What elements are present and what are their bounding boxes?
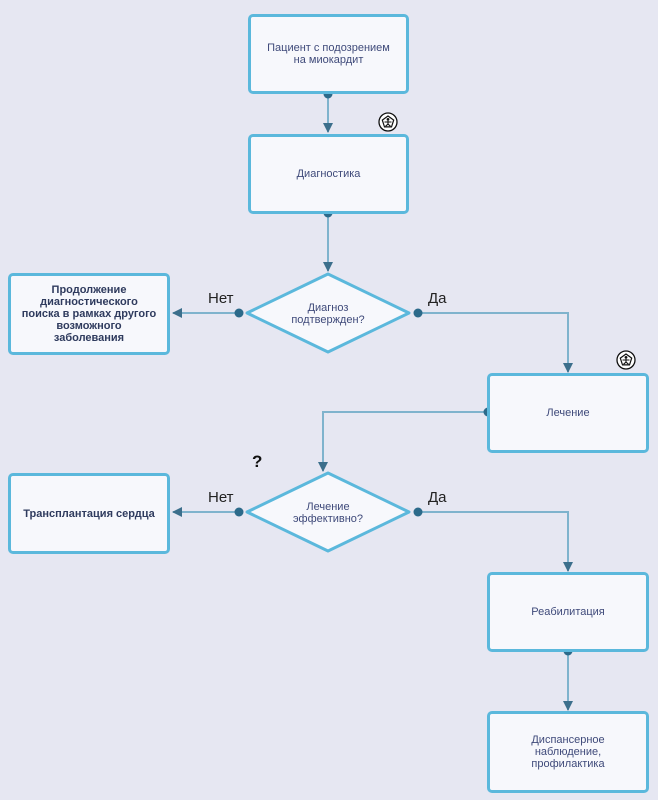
continue-search-node: Продолжение диагностического поиска в ра… [8,273,170,355]
decision1-no-label: Нет [208,290,234,307]
start-node-text: Пациент с подозрением на миокардит [267,42,390,66]
decision1-text: Диагноз подтвержден? [291,302,365,326]
connector-treatment-decision2 [318,411,488,472]
followup-node-text: Диспансерное наблюдение, профилактика [531,734,605,770]
transplant-node-text: Трансплантация сердца [23,507,155,520]
decision2-text: Лечение эффективно? [292,501,364,525]
decision2-diamond [245,471,411,553]
person-in-pentagon-icon [378,112,398,132]
connector-dot [234,507,244,517]
continue-search-node-text: Продолжение диагностического поиска в ра… [21,284,157,344]
rehabilitation-node-text: Реабилитация [531,606,605,618]
connector-dot [234,308,244,318]
followup-node: Диспансерное наблюдение, профилактика [487,711,649,793]
connector-dot [413,308,423,318]
person-in-pentagon-icon [616,350,636,370]
decision1-yes-label: Да [428,290,447,307]
treatment-node: Лечение [487,373,649,453]
diagnostics-node: Диагностика [248,134,409,214]
connector-decision1-yes [418,312,573,373]
diagnostics-node-text: Диагностика [296,168,361,180]
treatment-node-text: Лечение [546,407,590,419]
connector-decision2-yes [418,511,573,572]
decision2-yes-label: Да [428,489,447,506]
decision2-no-label: Нет [208,489,234,506]
transplant-node: Трансплантация сердца [8,473,170,554]
decision1-diamond [245,272,411,354]
rehabilitation-node: Реабилитация [487,572,649,652]
question-mark-marker: ? [252,452,263,471]
start-node: Пациент с подозрением на миокардит [248,14,409,94]
connector-dot [413,507,423,517]
